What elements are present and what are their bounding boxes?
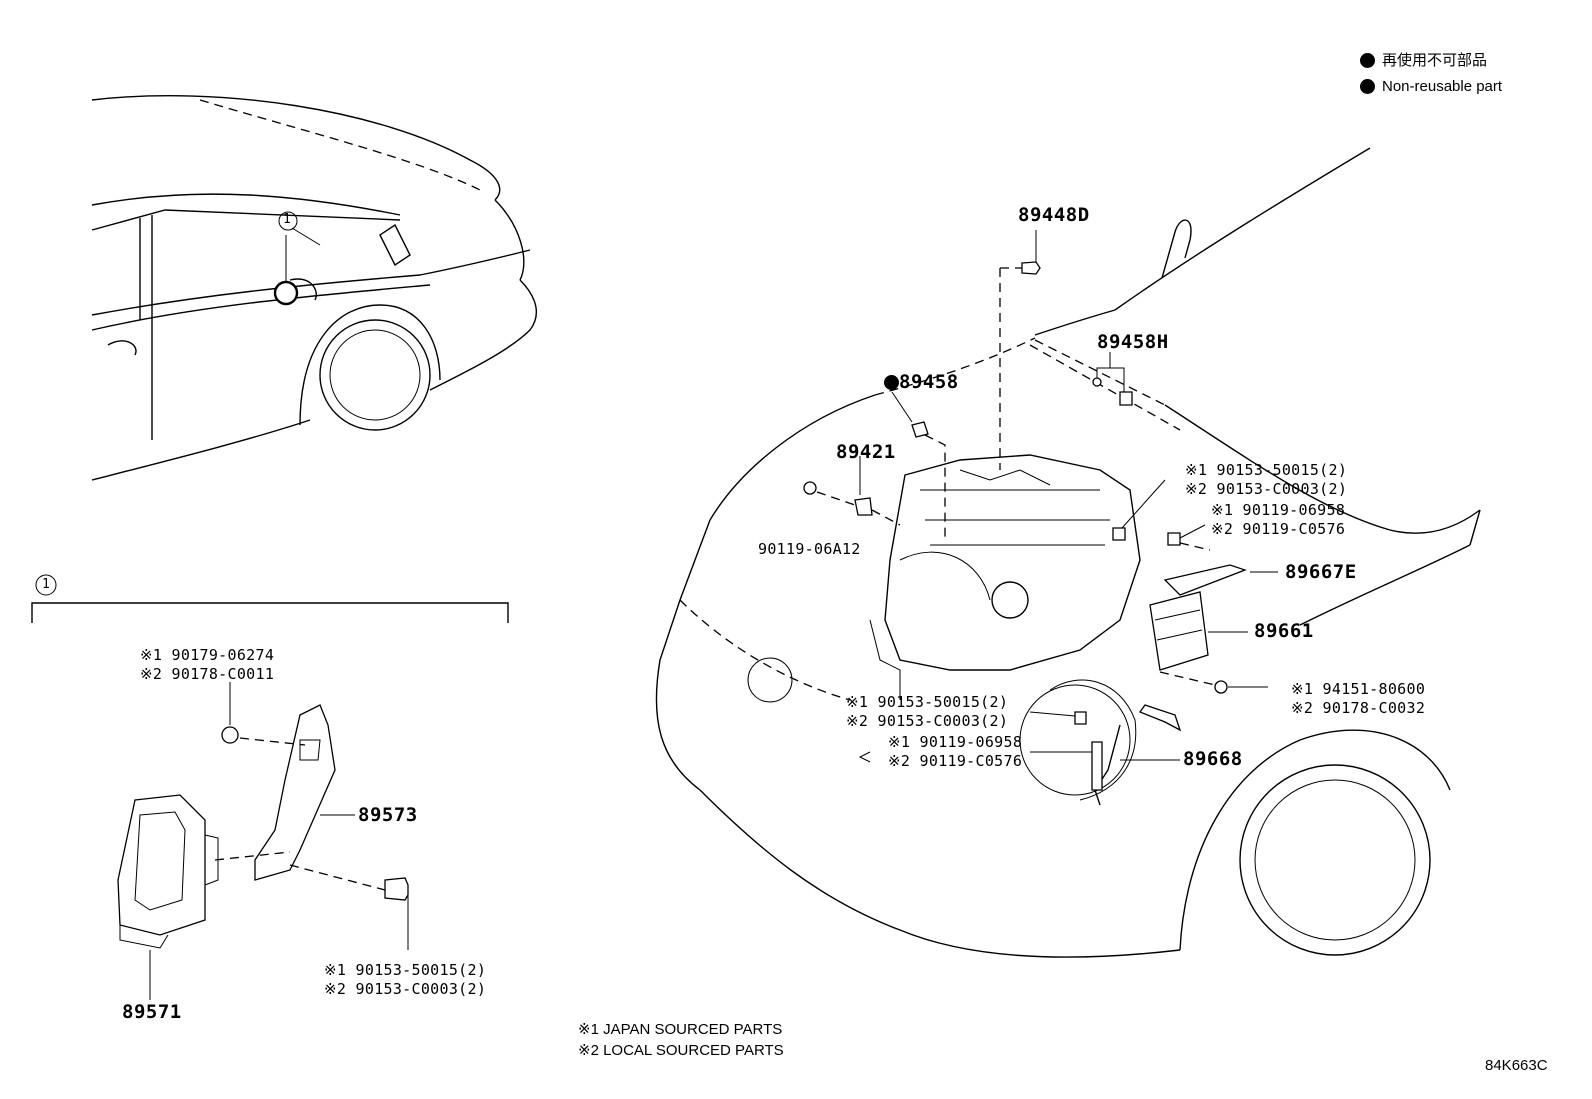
part-89458H[interactable]: 89458H	[1097, 331, 1169, 353]
sourced-part-b1[interactable]: ※1 90119-06958	[1211, 501, 1346, 519]
part-90119-06A12[interactable]: 90119-06A12	[758, 540, 861, 558]
note-local-sourced: ※2 LOCAL SOURCED PARTS	[578, 1042, 784, 1059]
bracket-89573-drawing	[214, 682, 409, 950]
sourced-part-d2[interactable]: ※2 90119-C0576	[888, 752, 1023, 770]
part-89668[interactable]: 89668	[1183, 748, 1243, 770]
legend-en-label: Non-reusable part	[1382, 78, 1503, 95]
ecu-89571-drawing	[117, 794, 219, 1000]
sourced-part-c1[interactable]: ※1 90153-50015(2)	[846, 693, 1009, 711]
sourced-part-d1[interactable]: ※1 90119-06958	[888, 733, 1023, 751]
part-89661[interactable]: 89661	[1254, 620, 1314, 642]
part-89421[interactable]: 89421	[836, 441, 896, 463]
non-reusable-dot-icon	[1360, 79, 1375, 94]
sourced-part-g2[interactable]: ※2 90153-C0003(2)	[324, 980, 487, 998]
part-89448D[interactable]: 89448D	[1018, 204, 1090, 226]
inset-bracket	[31, 574, 509, 623]
note-japan-sourced: ※1 JAPAN SOURCED PARTS	[578, 1021, 783, 1038]
part-89667E[interactable]: 89667E	[1285, 561, 1357, 583]
front-car-illustration	[655, 147, 1481, 958]
sourced-part-b2[interactable]: ※2 90119-C0576	[1211, 520, 1346, 538]
callout-number: 1	[42, 577, 51, 592]
part-89571[interactable]: 89571	[122, 1001, 182, 1023]
part-89573[interactable]: 89573	[358, 804, 418, 826]
non-reusable-dot-icon	[884, 375, 899, 390]
sourced-part-c2[interactable]: ※2 90153-C0003(2)	[846, 712, 1009, 730]
sourced-part-a2[interactable]: ※2 90153-C0003(2)	[1185, 480, 1348, 498]
rear-car-illustration	[91, 94, 537, 481]
engine-drawing	[869, 454, 1141, 801]
sourced-part-a1[interactable]: ※1 90153-50015(2)	[1185, 461, 1348, 479]
callout-number: 1	[283, 212, 292, 227]
part-89458[interactable]: 89458	[899, 371, 959, 393]
right-leaders	[803, 230, 1278, 806]
legend-jp-label: 再使用不可部品	[1382, 52, 1488, 69]
diagram-code: 84K663C	[1485, 1057, 1548, 1074]
sourced-part-e1[interactable]: ※1 94151-80600	[1291, 680, 1426, 698]
sourced-part-g1[interactable]: ※1 90153-50015(2)	[324, 961, 487, 979]
non-reusable-dot-icon	[1360, 53, 1375, 68]
sourced-part-f1[interactable]: ※1 90179-06274	[140, 646, 275, 664]
sourced-part-f2[interactable]: ※2 90178-C0011	[140, 665, 275, 683]
sourced-part-e2[interactable]: ※2 90178-C0032	[1291, 699, 1426, 717]
